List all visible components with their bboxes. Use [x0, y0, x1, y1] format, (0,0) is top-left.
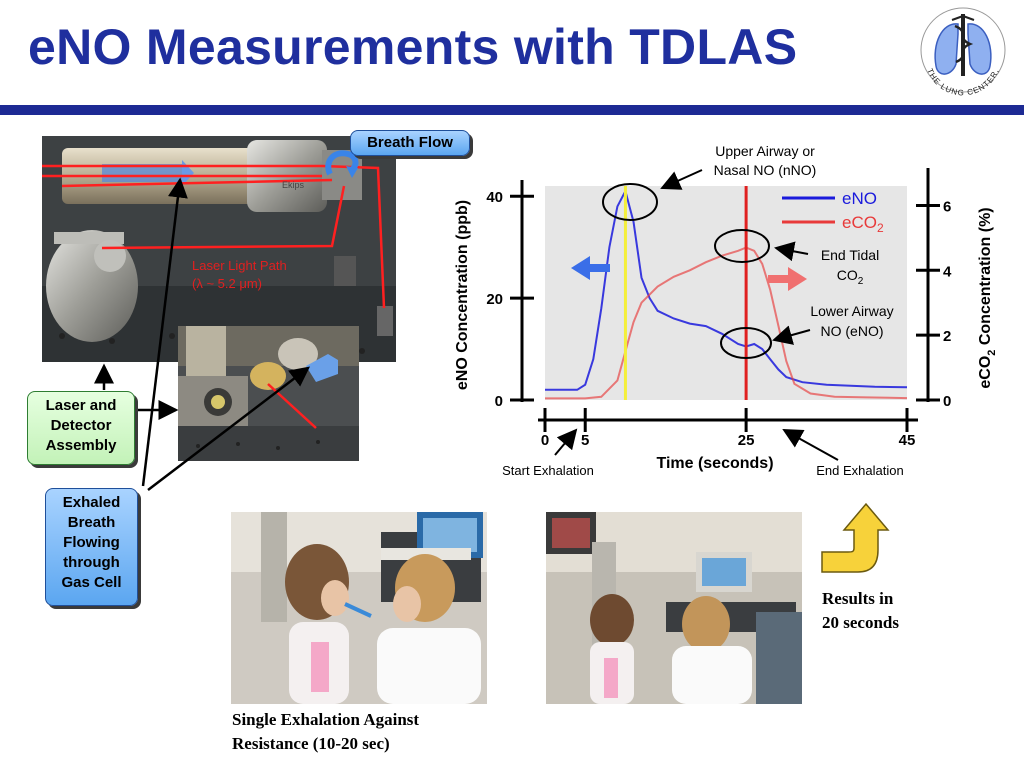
- exhaled-breath-callout: Exhaled Breath Flowing through Gas Cell: [45, 488, 138, 606]
- breath-flow-arrow-icon: [325, 150, 359, 178]
- exhaled-breath-line: Breath: [67, 514, 116, 531]
- exhaled-breath-line: Exhaled: [62, 494, 121, 511]
- y-right-tick-label: 4: [943, 263, 952, 280]
- exhaled-breath-line: Gas Cell: [61, 574, 122, 591]
- results-line: Results in: [822, 589, 894, 608]
- laser-detector-line: Detector: [50, 417, 112, 434]
- caption-line: Single Exhalation Against: [232, 710, 420, 729]
- x-tick-label: 25: [738, 432, 755, 449]
- legend-eno-label: eNO: [842, 189, 877, 208]
- breath-flow-label: Breath Flow: [350, 130, 470, 156]
- results-arrow-icon: [821, 502, 890, 573]
- y-right-tick-label: 2: [943, 328, 951, 345]
- end-tidal-annotation: End Tidal: [821, 247, 879, 263]
- exhalation-photo-1: [231, 512, 487, 704]
- exhaled-breath-line: Flowing: [63, 534, 120, 551]
- title-divider: [0, 105, 1024, 115]
- plot-area: [545, 186, 907, 400]
- ekips-brand-label: Ekips: [282, 180, 305, 190]
- y-right-tick-label: 0: [943, 393, 951, 410]
- upper-airway-annotation: Upper Airway or: [715, 143, 815, 159]
- y-left-axis-label: eNO Concentration (ppb): [454, 200, 471, 390]
- end-exhalation-annotation: End Exhalation: [816, 463, 903, 478]
- exhalation-photo-2: [546, 512, 802, 704]
- peak-highlight: [602, 183, 658, 221]
- results-text: Results in 20 seconds: [822, 587, 942, 635]
- x-tick-label: 5: [581, 432, 589, 449]
- x-tick-label: 45: [899, 432, 916, 449]
- right-direction-arrow-icon: [768, 267, 807, 291]
- legend-eco2-label: eCO2: [842, 213, 884, 235]
- x-tick-label: 0: [541, 432, 549, 449]
- end-tidal-highlight: [714, 229, 770, 263]
- laser-wavelength-label: (λ ~ 5.2 μm): [192, 276, 262, 291]
- lung-center-logo: THE LUNG CENTER, INC.: [909, 0, 1014, 104]
- start-exhalation-annotation: Start Exhalation: [502, 463, 594, 478]
- lower-airway-highlight: [720, 327, 772, 359]
- slide-title: eNO Measurements with TDLAS: [28, 19, 798, 75]
- laser-detector-line: Assembly: [45, 437, 117, 454]
- laser-detector-line: Laser and: [45, 397, 117, 414]
- lower-airway-annotation: NO (eNO): [821, 323, 884, 339]
- caption-line: Resistance (10-20 sec): [232, 734, 390, 753]
- results-line: 20 seconds: [822, 613, 899, 632]
- upper-airway-annotation: Nasal NO (nNO): [714, 162, 817, 178]
- end-tidal-annotation: CO2: [837, 267, 864, 287]
- lower-airway-annotation: Lower Airway: [810, 303, 893, 319]
- y-left-tick-label: 20: [486, 291, 503, 308]
- x-axis-label: Time (seconds): [656, 455, 773, 472]
- y-left-tick-label: 40: [486, 189, 503, 206]
- exhaled-breath-line: through: [63, 554, 120, 571]
- laser-detector-callout: Laser and Detector Assembly: [27, 391, 135, 465]
- y-left-tick-label: 0: [495, 393, 503, 410]
- left-direction-arrow-icon: [571, 256, 610, 280]
- exhalation-caption: Single Exhalation Against Resistance (10…: [232, 708, 512, 756]
- y-right-tick-label: 6: [943, 198, 951, 215]
- laser-path-label: Laser Light Path: [192, 258, 287, 273]
- y-right-axis-label: eCO2 Concentration (%): [977, 207, 998, 388]
